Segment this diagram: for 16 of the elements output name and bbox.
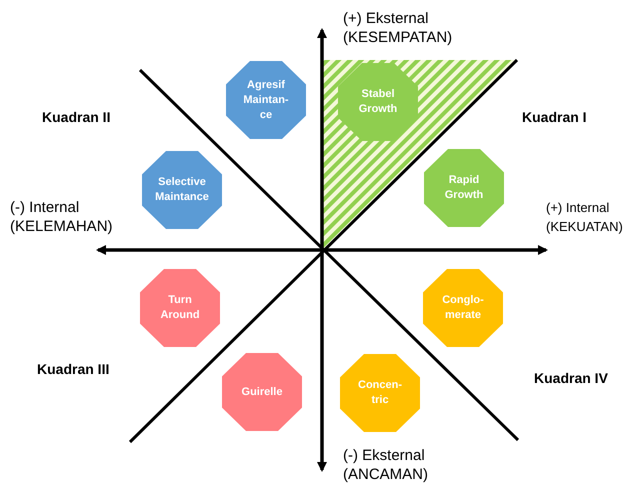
quadrant-label: Kuadran I — [522, 108, 588, 127]
quadrant-label: Kuadran II — [42, 108, 112, 127]
strategy-label: Stabel Growth — [358, 87, 398, 117]
strategy-label: Agresif Maintan-ce — [242, 78, 290, 122]
strategy-label: Rapid Growth — [444, 173, 484, 203]
strategy-label: Concen-tric — [357, 378, 403, 408]
axis-label: (+) Internal (KEKUATAN) — [546, 199, 624, 236]
strategy-label: Turn Around — [159, 293, 201, 323]
axis-label: (-) Internal (KELEMAHAN) — [10, 198, 114, 236]
quadrant-label: Kuadran IV — [534, 369, 609, 388]
quadrant-label: Kuadran III — [37, 360, 110, 379]
strategy-label: Guirelle — [240, 384, 284, 400]
axis-label: (+) Eksternal (KESEMPATAN) — [343, 9, 454, 47]
strategy-label: Conglo-merate — [441, 293, 485, 323]
strategy-label: Selective Maintance — [154, 175, 210, 205]
axis-label: (-) Eksternal (ANCAMAN) — [343, 446, 429, 484]
